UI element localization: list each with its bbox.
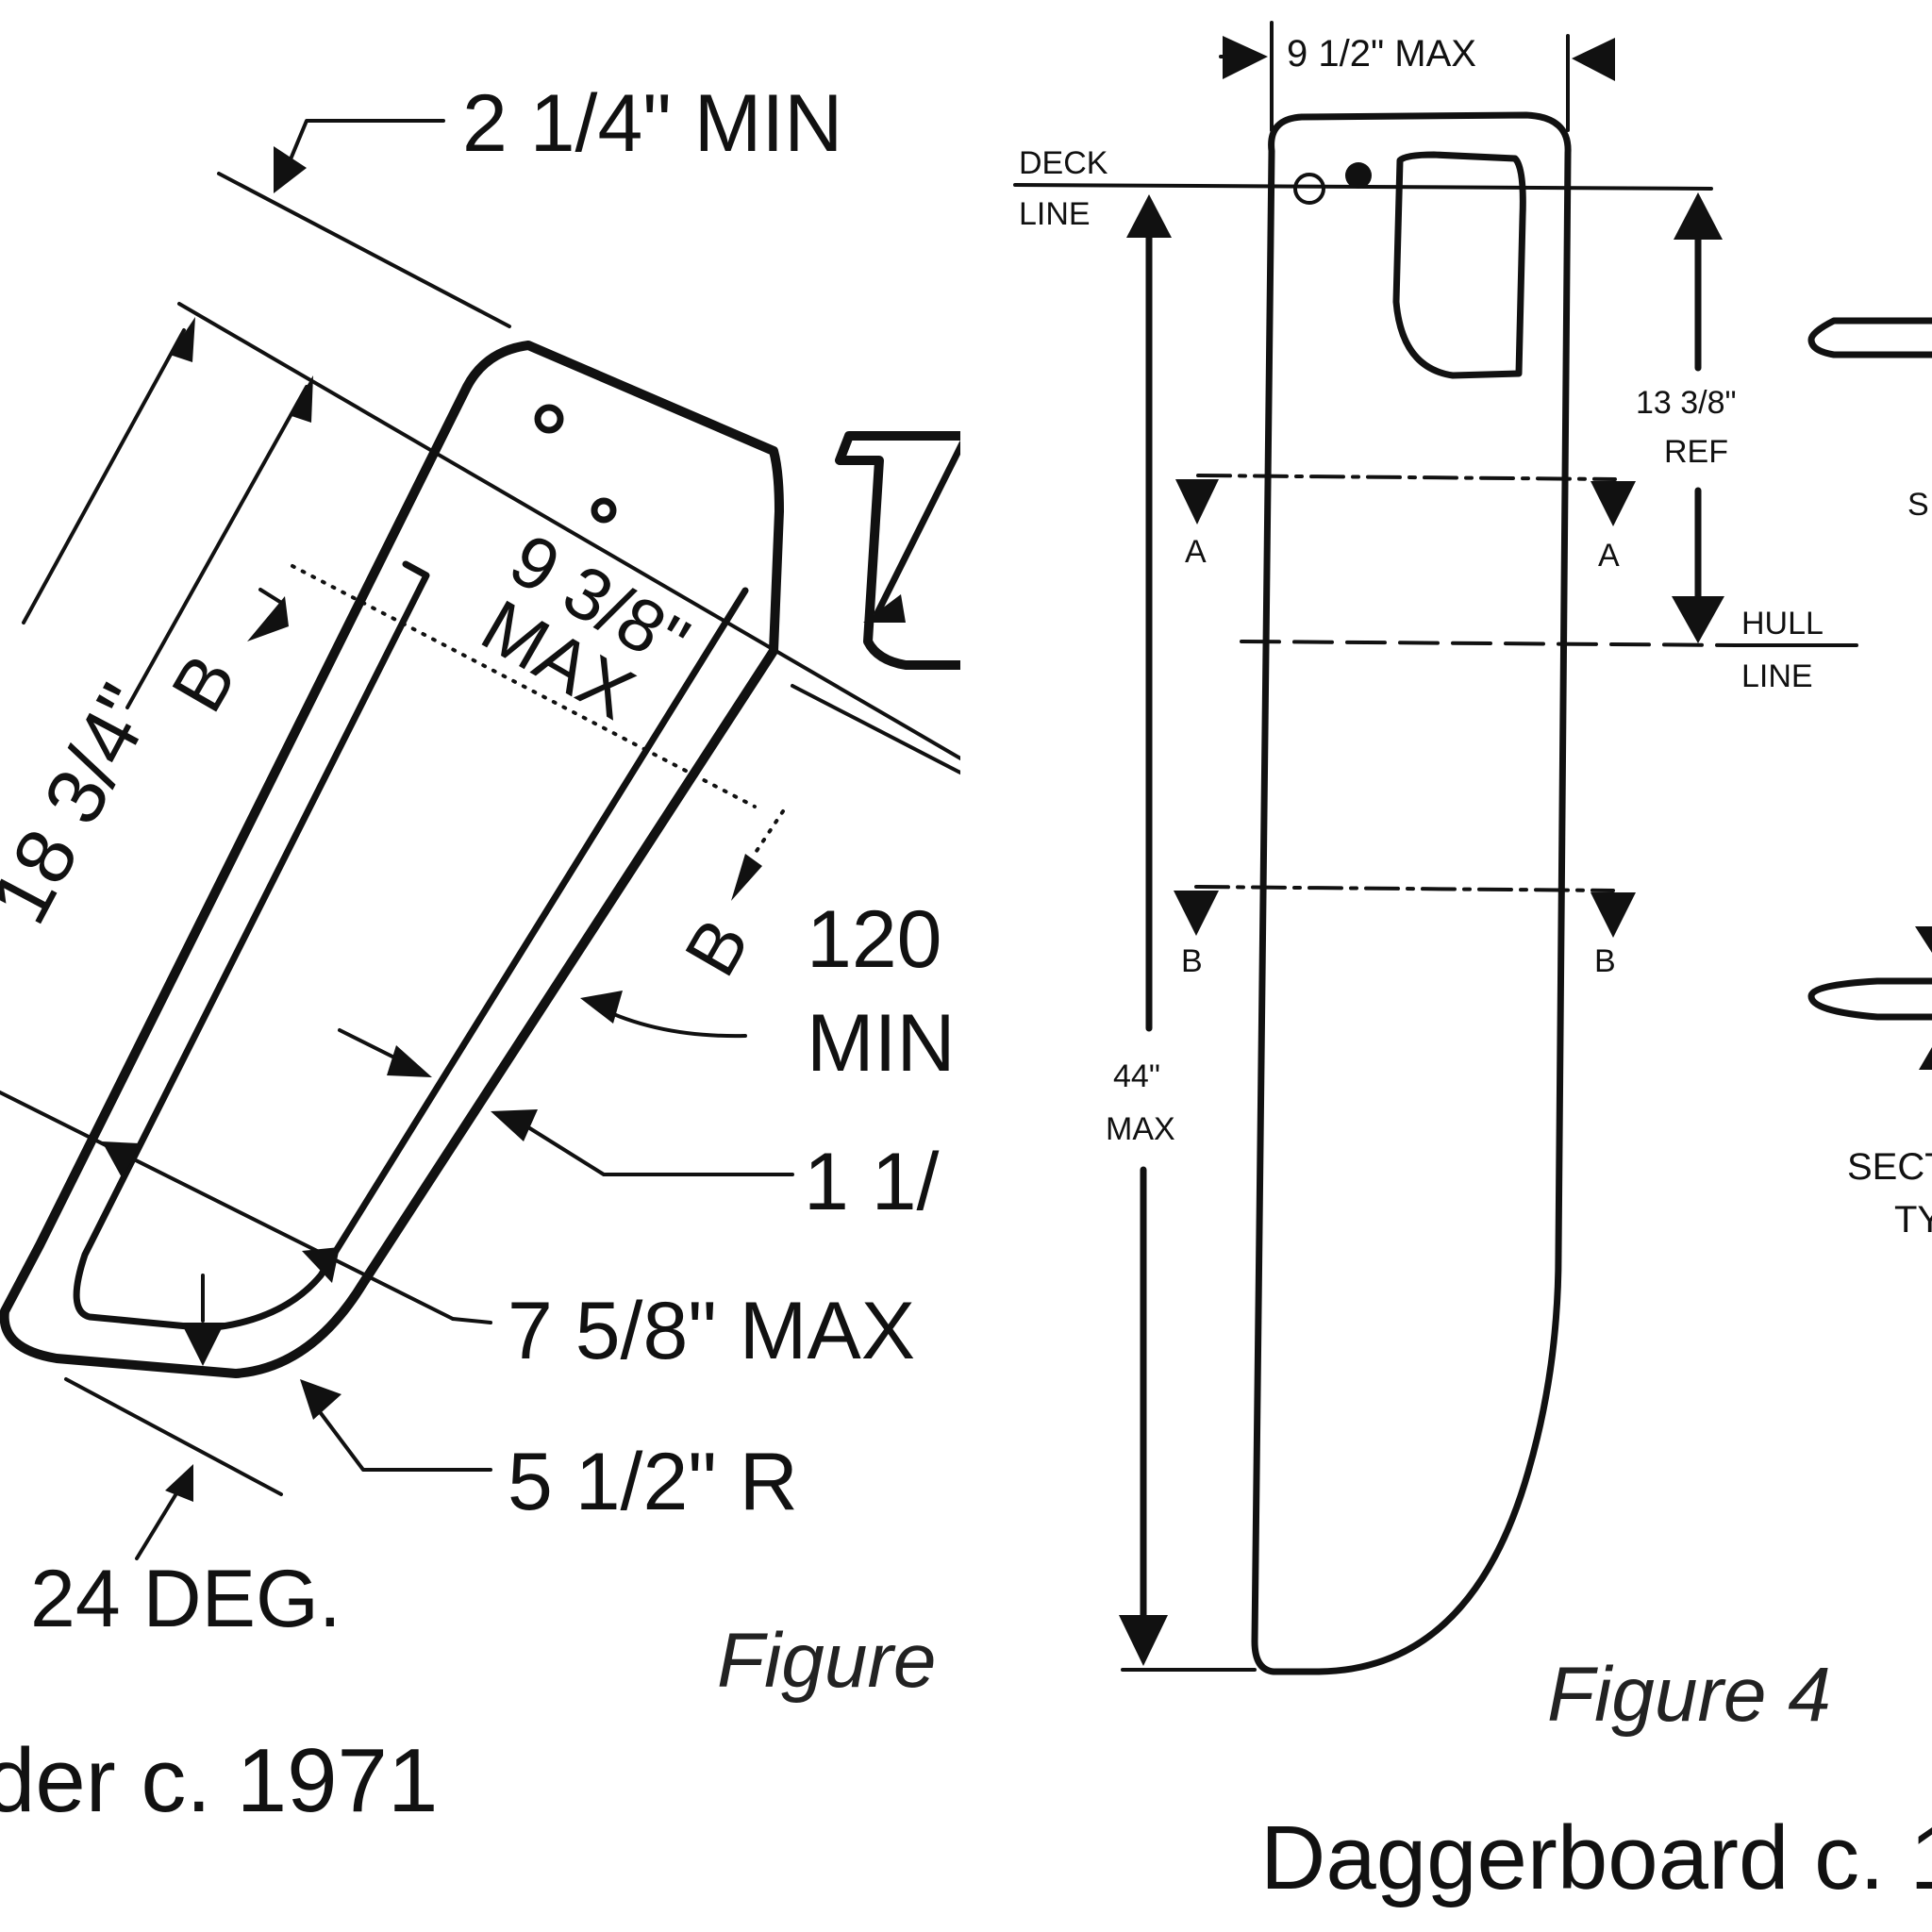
section-line-b [291, 564, 757, 808]
deck-line-label-a: DECK [1019, 145, 1108, 181]
section-b-right-label: B [669, 905, 765, 989]
rudder-figure: 2 1/4" MIN B B 9 3/8" MAX 18 3/4" [0, 78, 967, 1831]
dim-degrees-arrowhead [165, 1464, 193, 1502]
arrowhead-top [274, 146, 307, 193]
dim-length-line-a [22, 328, 186, 625]
section-a-left-label: A [1185, 534, 1207, 570]
section-b-right-arrowhead [731, 854, 762, 901]
hull-line-label-b: LINE [1741, 658, 1813, 694]
section-a-left-arrowhead [1175, 479, 1219, 525]
transom-bracket-diagonal [874, 440, 966, 617]
pintle-hole-lower [591, 497, 617, 524]
dim-angle-label-a: 120 [807, 894, 942, 985]
dim-lower-width-arrow-a [102, 1141, 140, 1179]
section-a-shape [1807, 317, 1932, 358]
dim-degrees-extension [64, 1377, 283, 1496]
dim-degrees-leader [135, 1484, 183, 1560]
section-b-right-arrowhead-right [1591, 892, 1636, 938]
dim-angle-label-b: MIN [807, 998, 956, 1089]
dim-top-width-label: 9 1/2" MAX [1287, 33, 1476, 75]
daggerboard-caption: Daggerboard c. 19 [1260, 1807, 1932, 1908]
dim-length-label-b: MAX [1106, 1111, 1175, 1147]
dim-length-line-b [125, 385, 308, 709]
daggerboard-figure-label: Figure 4 [1547, 1652, 1831, 1738]
dim-ref-arrow-up [1674, 192, 1723, 240]
rudder-figure-label: Figure [717, 1618, 936, 1704]
dim-lower-width-line [0, 1091, 455, 1321]
dim-thickness-arrowhead-a [387, 1045, 432, 1077]
dim-top-width-arrow-right [1572, 38, 1615, 81]
dim-length-arrow-down [1119, 1615, 1168, 1666]
section-b-left-arrowhead [247, 596, 289, 641]
dim-length-arrowhead-a [170, 317, 195, 362]
dim-ref-label-a: 13 3/8" [1636, 385, 1737, 421]
bottom-marker-arrowhead [181, 1323, 225, 1366]
section-b-shape-arrow-top [1915, 926, 1932, 953]
dim-ref-arrow-down [1672, 596, 1724, 643]
hull-line-label-a: HULL [1741, 606, 1824, 641]
dim-thickness-label: 1 1/ [804, 1137, 940, 1227]
section-s-label: S [1907, 487, 1929, 523]
dim-lower-width-label: 7 5/8" MAX [508, 1286, 915, 1376]
image-divider [960, 0, 987, 1932]
section-b-left-arrow-stem [258, 588, 285, 606]
dim-length-label: 18 3/4" [0, 671, 173, 938]
pintle-hole-upper [534, 404, 564, 434]
section-label-b: TY [1894, 1199, 1932, 1241]
board-hole-open [1293, 173, 1325, 205]
dim-length-arrow-up [1126, 194, 1172, 238]
transom-arrowhead [863, 594, 906, 623]
dim-degrees-label: 24 DEG. [30, 1554, 341, 1644]
section-a-right-arrowhead [1591, 481, 1636, 526]
section-line-b-right [1194, 885, 1615, 892]
section-b-right-dots [753, 809, 785, 856]
section-line-a [1196, 474, 1617, 481]
section-b-left-arrowhead-right [1174, 891, 1219, 936]
handle-cutout [1392, 151, 1526, 379]
dim-length-label-a: 44" [1113, 1058, 1160, 1094]
dim-thickness-leader [526, 1125, 794, 1176]
dim-lower-width-leader [451, 1317, 492, 1324]
dim-ref-label-b: REF [1664, 434, 1728, 470]
deck-line-label-b: LINE [1019, 196, 1091, 232]
hull-line [1240, 640, 1738, 647]
dim-lower-width-arrow-b [302, 1247, 340, 1283]
leader-top [286, 119, 445, 168]
dim-top-label: 2 1/4" MIN [462, 78, 842, 169]
dim-length-arrowhead-b [289, 375, 313, 423]
dim-angle-leader [597, 1006, 747, 1039]
transom-bracket [835, 431, 967, 670]
rudder-caption: der c. 1971 [0, 1730, 438, 1831]
daggerboard-outline [1251, 111, 1572, 1675]
extension-line-right [791, 684, 964, 775]
section-b-right-label-right: B [1594, 943, 1616, 979]
extension-line-top [217, 172, 511, 328]
dim-top-width-arrow-left [1223, 36, 1268, 79]
dim-radius-leader [319, 1411, 492, 1472]
section-b-left-label-right: B [1181, 943, 1203, 979]
extension-line-blade-top [177, 302, 964, 761]
dim-radius-label: 5 1/2" R [508, 1437, 798, 1527]
board-hole-filled [1345, 162, 1372, 189]
daggerboard-figure: 9 1/2" MAX DECK LINE A A HULL LINE 13 3/… [1013, 21, 1932, 1908]
section-a-right-label: A [1598, 538, 1620, 574]
dim-thickness-arrowhead-b [491, 1109, 538, 1141]
dim-radius-arrowhead [300, 1379, 341, 1420]
dim-angle-arrowhead [580, 991, 623, 1024]
section-b-shape [1807, 977, 1932, 1021]
rudder-outline [0, 341, 784, 1378]
section-b-shape-arrow-bottom [1919, 1047, 1932, 1070]
